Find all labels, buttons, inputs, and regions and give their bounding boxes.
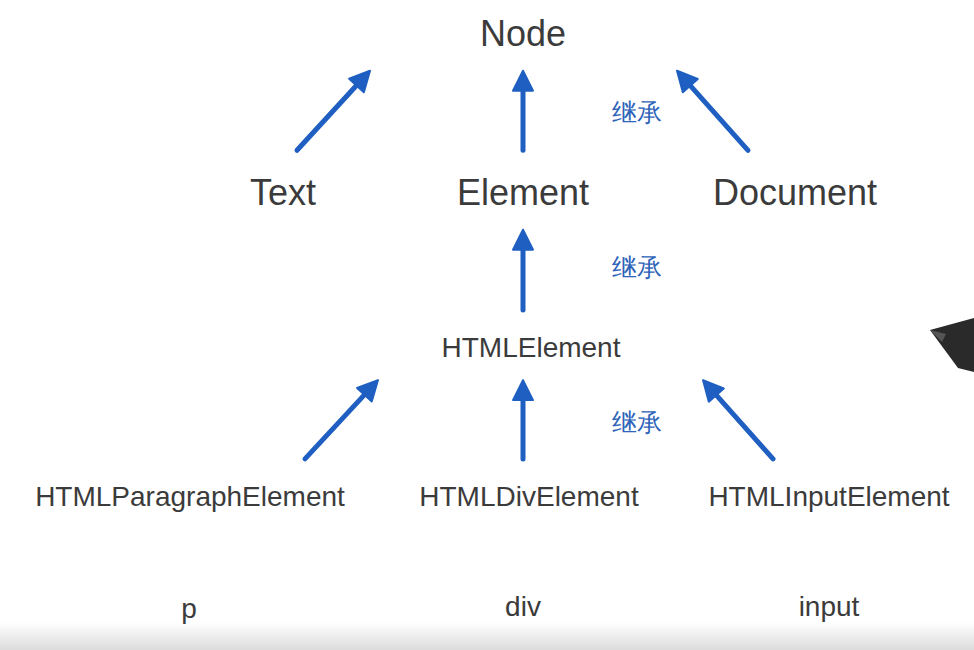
class-label: HTMLParagraphElement: [35, 481, 345, 513]
inherit-arrow: [513, 380, 533, 459]
class-label: HTMLElement: [442, 332, 621, 364]
class-label: Text: [250, 172, 316, 213]
class-name: Document: [709, 170, 881, 215]
class-label: Document: [713, 172, 877, 213]
inherit-arrow: [513, 230, 533, 310]
pen-tip: [930, 318, 974, 372]
class-name: HTMLElement: [438, 330, 625, 366]
inherit-arrow: [305, 380, 378, 459]
bottom-shade: [0, 622, 974, 650]
inherit-note: 继承: [612, 409, 662, 438]
tag-name: input: [799, 591, 860, 623]
class-name: Text: [246, 170, 320, 215]
arrow-shaft: [297, 82, 359, 150]
arrow-shaft: [521, 396, 526, 459]
inherit-arrow: [513, 71, 533, 151]
inherit-note: 继承: [612, 99, 662, 128]
arrow-head: [357, 380, 378, 401]
arrow-shaft: [305, 392, 367, 459]
inherit-note: 继承: [612, 254, 662, 283]
arrow-head: [513, 71, 533, 91]
class-name: Element: [453, 170, 593, 215]
tag-name: p: [181, 593, 197, 625]
class-label: Node: [480, 13, 566, 54]
arrow-head: [349, 71, 370, 92]
arrow-shaft: [521, 87, 526, 151]
class-label: HTMLInputElement: [708, 481, 949, 513]
class-name: HTMLParagraphElement: [31, 479, 349, 515]
class-name: Node: [476, 11, 570, 56]
tag-name: div: [505, 591, 541, 623]
arrow-shaft: [688, 83, 748, 151]
inherit-arrow: [297, 71, 370, 151]
inherit-arrow: [677, 71, 748, 151]
class-label: HTMLDivElement: [419, 481, 638, 513]
arrow-head: [513, 230, 533, 250]
arrow-head: [677, 71, 698, 93]
arrow-head: [513, 380, 533, 400]
class-name: HTMLInputElement: [704, 479, 953, 515]
arrow-shaft: [521, 246, 526, 310]
class-label: Element: [457, 172, 589, 213]
arrow-head: [703, 380, 724, 402]
arrow-shaft: [714, 392, 773, 459]
inherit-arrow: [703, 380, 773, 459]
class-name: HTMLDivElement: [415, 479, 642, 515]
